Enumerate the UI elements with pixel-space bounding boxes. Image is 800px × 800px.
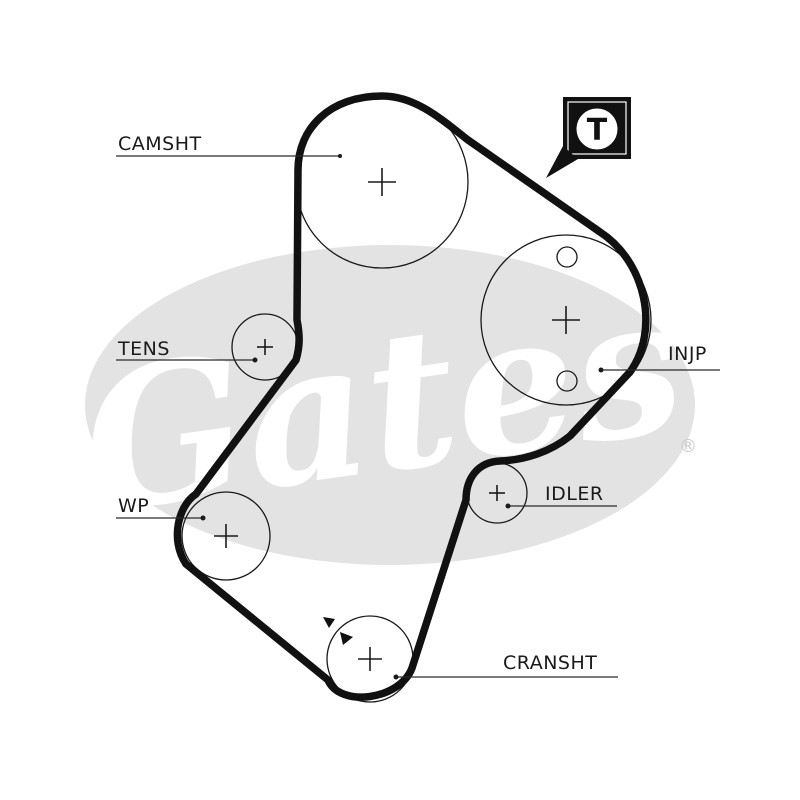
- gates-watermark: Gates ®: [70, 245, 697, 565]
- injection-pump-timing-hole-bottom: [556, 370, 578, 392]
- timing-badge-circle: [573, 105, 621, 153]
- water-pump-pulley: [181, 491, 271, 581]
- label-injection-pump-anchor: [598, 367, 604, 373]
- timing-mark-arrow-lower: [340, 632, 353, 645]
- label-tensioner: TENS: [116, 338, 258, 363]
- injection-pump-timing-hole-top: [556, 246, 578, 268]
- label-injection-pump-text: INJP: [668, 343, 707, 365]
- label-tensioner-anchor: [252, 357, 258, 363]
- timing-belt: [173, 92, 650, 701]
- label-injection-pump: INJP: [598, 343, 720, 373]
- label-water-pump-anchor: [200, 515, 206, 521]
- timing-badge-inner-line: [567, 101, 627, 155]
- injection-pump-pulley-circle: [480, 234, 652, 406]
- label-camshaft: CAMSHT: [116, 133, 342, 158]
- label-idler-anchor: [505, 503, 511, 509]
- crankshaft-timing-mark: [323, 617, 353, 645]
- label-crankshaft-anchor: [393, 674, 399, 680]
- label-crankshaft: CRANSHT: [393, 652, 618, 680]
- label-camshaft-anchor: [338, 154, 342, 158]
- registered-mark: ®: [679, 436, 697, 457]
- label-idler-text: IDLER: [545, 483, 604, 505]
- label-water-pump: WP: [116, 495, 206, 521]
- label-crankshaft-text: CRANSHT: [503, 652, 597, 674]
- label-idler: IDLER: [505, 483, 617, 509]
- timing-mark-arrow-upper: [323, 617, 335, 628]
- timing-badge: T: [546, 97, 631, 178]
- watermark-ellipse: [85, 245, 695, 565]
- timing-badge-pointer: [546, 146, 578, 178]
- water-pump-pulley-circle: [181, 491, 271, 581]
- injection-pump-pulley: [480, 234, 652, 406]
- timing-badge-letter: T: [587, 113, 608, 148]
- label-camshaft-text: CAMSHT: [118, 133, 202, 155]
- label-water-pump-text: WP: [118, 495, 149, 517]
- label-tensioner-text: TENS: [117, 338, 170, 360]
